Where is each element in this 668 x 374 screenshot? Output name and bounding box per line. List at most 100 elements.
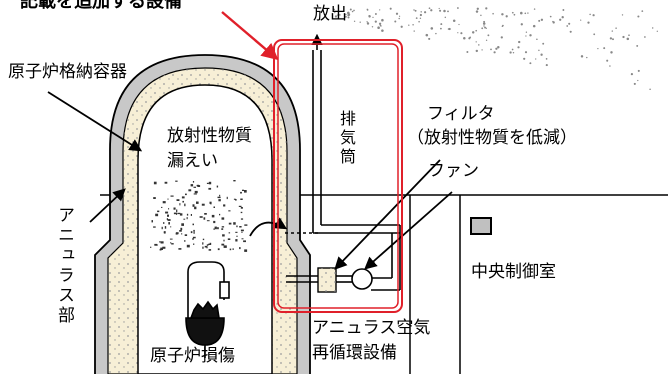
leak-particle xyxy=(179,213,183,216)
leak-particle xyxy=(240,191,242,194)
leak-particle xyxy=(243,240,246,243)
plume-dot xyxy=(580,55,584,58)
plume-dot xyxy=(536,38,538,40)
plume-dot xyxy=(485,39,488,41)
plume-dot xyxy=(527,12,529,14)
plume-dot xyxy=(418,20,420,23)
leak-particle xyxy=(239,247,241,250)
leak-particle xyxy=(217,227,219,230)
annulus-part-label: アニュラス部 xyxy=(54,206,74,326)
leak-particle xyxy=(240,218,244,220)
leak-particle xyxy=(228,210,231,212)
plume-dot xyxy=(452,19,456,23)
leak-particle xyxy=(190,214,192,216)
plume-dot xyxy=(419,13,423,17)
plume-dot xyxy=(511,11,514,14)
plume-dot xyxy=(374,20,377,23)
plume-dot xyxy=(448,27,451,31)
leak-particle xyxy=(214,226,217,230)
leak-particle xyxy=(236,235,238,237)
plume-dot xyxy=(609,37,613,40)
leak-particle xyxy=(179,230,182,232)
release-plume-dots xyxy=(333,7,658,90)
annulus-pointer-arrow xyxy=(89,188,126,223)
leak-particle xyxy=(202,242,204,245)
leak-particle xyxy=(162,246,166,249)
core-damage-label: 原子炉損傷 xyxy=(150,346,235,366)
plume-dot xyxy=(540,53,543,56)
filter-label-line2: （放射性物質を低減） xyxy=(407,128,577,148)
plume-dot xyxy=(545,58,548,60)
leak-particle xyxy=(239,226,242,228)
plume-dot xyxy=(344,15,347,18)
leak-particle xyxy=(170,242,172,244)
plume-dot xyxy=(338,14,341,16)
leak-particle xyxy=(202,246,204,249)
plume-dot xyxy=(500,36,503,39)
leak-particle xyxy=(240,207,243,209)
plume-dot xyxy=(353,9,355,12)
fan-unit xyxy=(351,268,373,290)
plume-dot xyxy=(490,48,492,51)
central-control-room-icon xyxy=(470,217,492,235)
plume-dot xyxy=(377,26,380,30)
plume-dot xyxy=(415,17,418,19)
plume-dot xyxy=(505,15,508,18)
plume-dot xyxy=(492,12,494,15)
plume-dot xyxy=(438,7,440,10)
leak-particle xyxy=(196,201,199,204)
plume-dot xyxy=(366,9,369,11)
annulus-recirc-label-line1: アニュラス空気 xyxy=(312,318,431,338)
leak-particle xyxy=(227,238,231,240)
annulus-recirc-label-line2: 再循環設備 xyxy=(312,343,397,363)
leak-particle xyxy=(235,231,238,233)
leak-particle xyxy=(192,223,194,226)
plume-dot xyxy=(483,20,486,23)
plume-dot xyxy=(520,11,523,15)
leak-particle xyxy=(216,185,219,188)
plume-dot xyxy=(333,8,336,11)
plume-dot xyxy=(525,31,528,33)
plume-dot xyxy=(366,22,370,25)
plume-dot xyxy=(468,37,471,40)
leak-particle xyxy=(197,184,199,187)
leak-particle xyxy=(228,232,231,234)
plume-dot xyxy=(520,23,523,26)
plume-dot xyxy=(511,48,514,51)
plume-dot xyxy=(456,7,459,9)
leak-particle xyxy=(153,181,157,185)
plume-dot xyxy=(444,16,447,19)
plume-dot xyxy=(440,23,443,26)
plume-dot xyxy=(493,51,496,54)
leak-particle xyxy=(177,212,181,215)
leak-particle xyxy=(206,220,210,222)
plume-dot xyxy=(345,13,347,16)
leak-particle xyxy=(160,241,164,244)
plume-dot xyxy=(425,33,429,37)
leak-particle xyxy=(233,222,236,225)
highlight-box-outer xyxy=(273,39,403,313)
plume-dot xyxy=(359,21,361,23)
plume-dot xyxy=(532,24,536,28)
leak-particle xyxy=(193,186,196,188)
plume-dot xyxy=(509,51,512,54)
leak-particle xyxy=(160,247,163,250)
leak-particle xyxy=(183,218,186,220)
leak-particle xyxy=(192,238,194,240)
leak-particle xyxy=(176,199,180,201)
leak-particle xyxy=(168,222,170,225)
leak-particle xyxy=(151,220,153,223)
plume-dot xyxy=(636,44,639,47)
plume-dot xyxy=(347,11,350,15)
plume-dot xyxy=(430,27,434,30)
leak-particle xyxy=(163,231,166,234)
leak-particle xyxy=(235,199,237,201)
plume-dot xyxy=(413,30,415,32)
fan-label: ファン xyxy=(428,161,479,181)
plume-dot xyxy=(523,57,526,60)
plume-dot xyxy=(637,79,639,82)
plume-dot xyxy=(593,33,596,36)
leak-particle xyxy=(164,181,168,184)
plume-dot xyxy=(389,7,392,10)
